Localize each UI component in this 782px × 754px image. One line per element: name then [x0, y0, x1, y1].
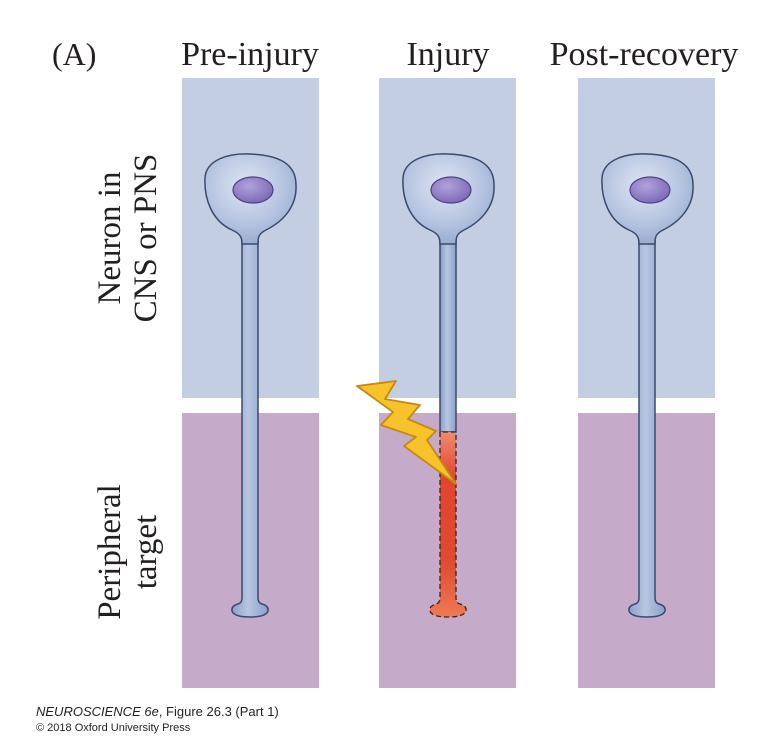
column-title-injury: Injury: [406, 36, 490, 73]
axon-injury-proximal: [439, 229, 457, 433]
axon-post-recovery: [628, 229, 666, 618]
nucleus-injury: [430, 176, 472, 204]
axon-injury-degenerating: [429, 431, 467, 618]
panel-label: (A): [52, 36, 97, 72]
lightning-bolt-icon: [356, 380, 457, 485]
neuron-injury: [402, 153, 495, 618]
neuron-pre-injury: [204, 153, 297, 618]
copyright-notice: © 2018 Oxford University Press: [36, 722, 191, 734]
nucleus-pre-injury: [232, 176, 274, 204]
nucleus-post-recovery: [629, 176, 671, 204]
figure-credit: NEUROSCIENCE 6e, Figure 26.3 (Part 1): [36, 704, 279, 719]
book-title: NEUROSCIENCE 6e: [36, 704, 159, 719]
column-title-pre-injury: Pre-injury: [181, 36, 319, 73]
axon-pre-injury: [231, 229, 269, 618]
column-title-post-recovery: Post-recovery: [549, 36, 739, 73]
figure-number: , Figure 26.3 (Part 1): [158, 704, 279, 719]
neuron-post-recovery: [601, 153, 694, 618]
